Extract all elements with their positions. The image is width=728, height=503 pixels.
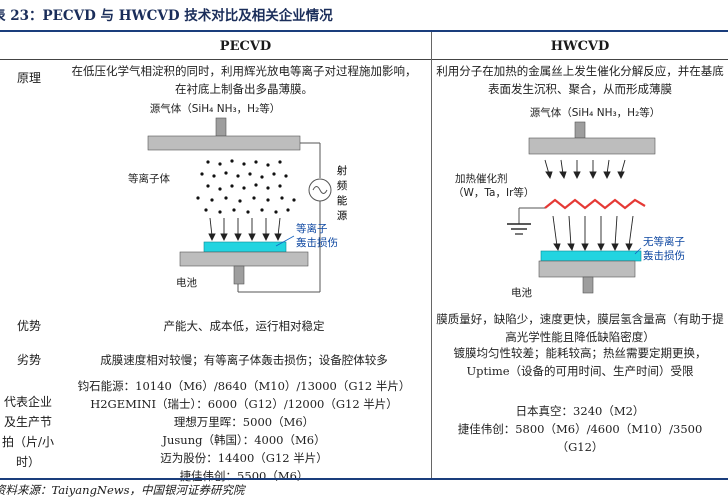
bottom-rule: [0, 478, 728, 480]
company-pecvd-item: 钧石能源：10140（M6）/8640（M10）/13000（G12 半片）: [77, 379, 411, 393]
table-title: 表 23：PECVD 与 HWCVD 技术对比及相关企业情况: [0, 8, 333, 24]
company-pecvd-item: 迈为股份：14400（G12 半片）: [160, 451, 328, 465]
hwcvd-diagram: 源气体（SiH₄ NH₃，H₂等） 加热催化剂 （W，Ta，Ir等） 无等离子 …: [453, 106, 685, 299]
advantages-pecvd: 产能大、成本低，运行相对稳定: [163, 319, 325, 333]
company-pecvd-item: Jusung（韩国）：4000（M6）: [162, 433, 326, 447]
pecvd-rf-label-2: 频: [337, 179, 348, 192]
advantages-hwcvd: 膜质量好，缺陷少，速度更快，膜层氢含量高（有助于提高光学性能且降低缺陷密度）: [436, 312, 724, 344]
pecvd-rf-label-3: 能: [337, 194, 348, 207]
row-label-advantages: 优势: [16, 319, 41, 333]
hwcvd-catalyst-label-2: （W，Ta，Ir等）: [453, 186, 534, 199]
hwcvd-cell-label: 电池: [511, 286, 532, 299]
pecvd-damage-label-2: 轰击损伤: [296, 236, 338, 249]
pecvd-rf-label-1: 射: [337, 164, 348, 177]
company-hwcvd-item: 捷佳伟创：5800（M6）/4600（M10）/3500（G12）: [457, 422, 703, 454]
company-hwcvd-item: 日本真空：3240（M2）: [515, 404, 645, 418]
header-pecvd: PECVD: [219, 39, 272, 54]
pecvd-damage-label-1: 等离子: [296, 222, 328, 235]
pecvd-cell-label: 电池: [176, 276, 197, 289]
header-rule: [0, 59, 728, 60]
row-label-disadvantages: 劣势: [16, 353, 41, 367]
row-label-principle: 原理: [16, 71, 41, 85]
column-divider: [431, 32, 432, 479]
header-hwcvd: HWCVD: [550, 39, 610, 54]
principle-pecvd: 在低压化学气相淀积的同时，利用辉光放电等离子对过程施加影响，在衬底上制备出多晶薄…: [71, 64, 417, 96]
source-note: 资料来源：TaiyangNews，中国银河证券研究院: [0, 483, 245, 497]
row-label-companies: 代表企业及生产节拍（片/小时）: [1, 395, 55, 469]
hwcvd-nodamage-label-2: 轰击损伤: [643, 249, 685, 262]
disadvantages-hwcvd: 镀膜均匀性较差；能耗较高；热丝需要定期更换，Uptime（设备的可用时间、生产时…: [453, 346, 707, 378]
top-rule: [0, 30, 728, 32]
pecvd-gas-label: 源气体（SiH₄ NH₃，H₂等）: [150, 102, 281, 115]
pecvd-rf-label-4: 源: [337, 209, 348, 222]
hwcvd-catalyst-label-1: 加热催化剂: [455, 172, 508, 185]
hwcvd-nodamage-label-1: 无等离子: [643, 235, 685, 248]
disadvantages-pecvd: 成膜速度相对较慢；有等离子体轰击损伤；设备腔体较多: [100, 353, 388, 367]
pecvd-diagram: 源气体（SiH₄ NH₃，H₂等） 射 频 能 源 等离子体 等离子 轰击损伤: [128, 102, 348, 293]
principle-hwcvd: 利用分子在加热的金属丝上发生催化分解反应，并在基底表面发生沉积、聚合，从而形成薄…: [436, 64, 724, 96]
pecvd-plasma-label: 等离子体: [128, 172, 170, 185]
hwcvd-gas-label: 源气体（SiH₄ NH₃，H₂等）: [530, 106, 661, 119]
company-pecvd-item: H2GEMINI（瑞士）：6000（G12）/12000（G12 半片）: [90, 397, 398, 411]
companies-hwcvd-list: 日本真空：3240（M2） 捷佳伟创：5800（M6）/4600（M10）/35…: [440, 402, 720, 456]
companies-pecvd-list: 钧石能源：10140（M6）/8640（M10）/13000（G12 半片） H…: [70, 377, 418, 485]
company-pecvd-item: 理想万里晖：5000（M6）: [173, 415, 315, 429]
